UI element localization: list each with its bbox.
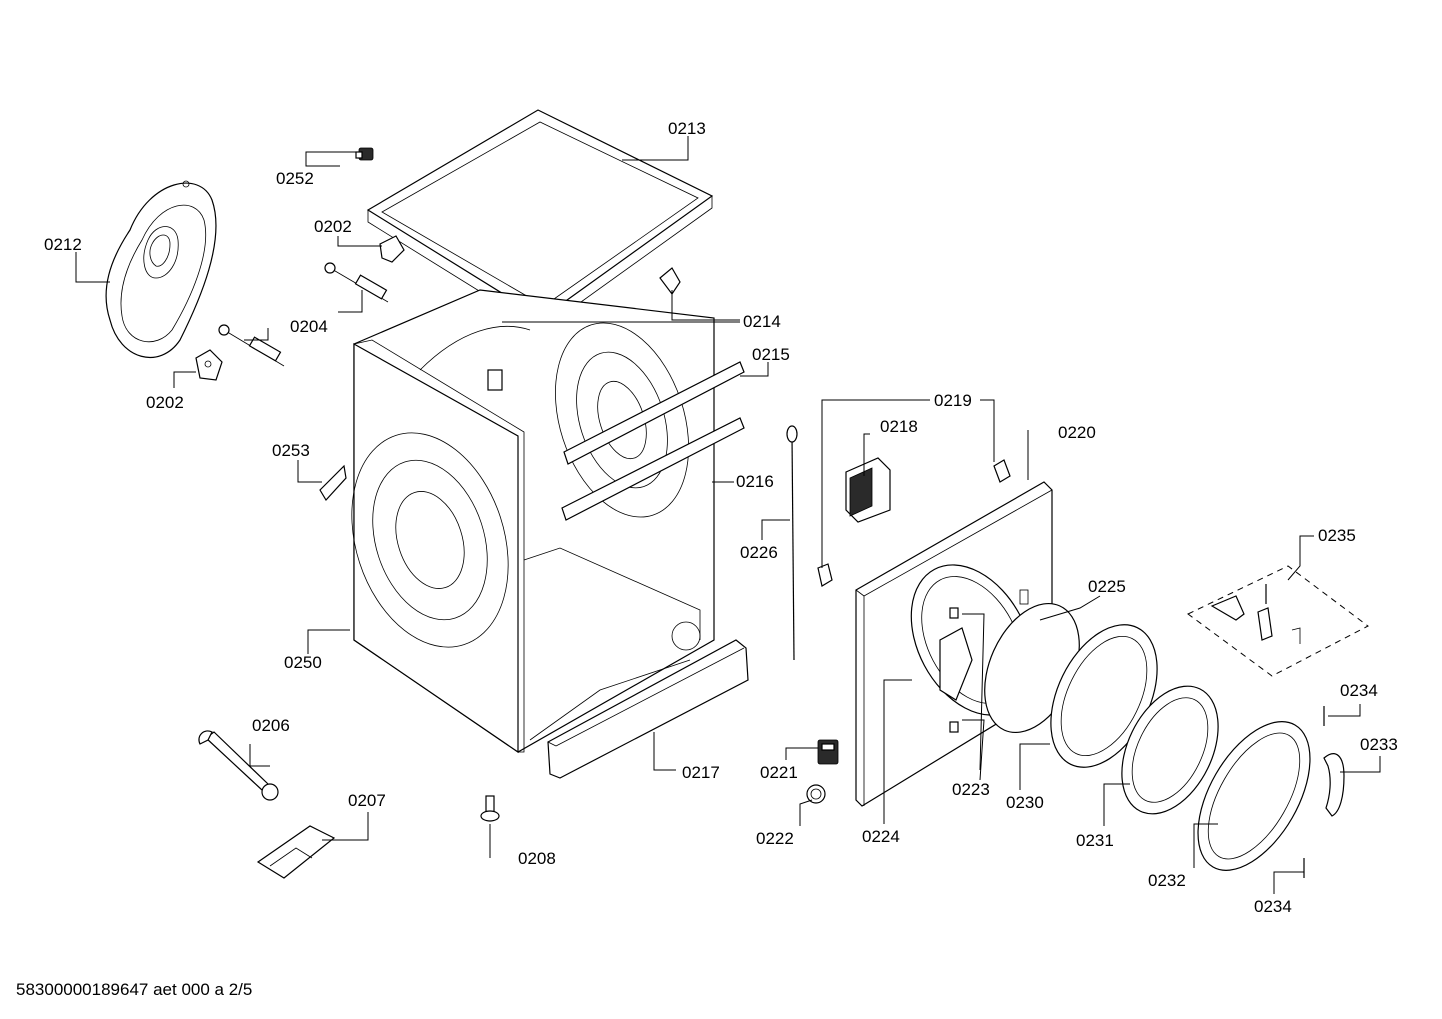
leader-lines xyxy=(75,136,1381,894)
part-0217-plinth xyxy=(547,639,749,779)
label-0217: 0217 xyxy=(682,763,720,782)
label-0220: 0220 xyxy=(1058,423,1096,442)
label-0213: 0213 xyxy=(668,119,706,138)
part-0202-hinge-top xyxy=(379,235,405,263)
part-0204-shock-absorber-a xyxy=(324,262,389,303)
label-0218: 0218 xyxy=(880,417,918,436)
part-0215-cross-bar xyxy=(563,361,745,465)
part-0219-clip-a xyxy=(817,563,833,587)
label-0206: 0206 xyxy=(252,716,290,735)
part-0231-door-glass xyxy=(1121,685,1219,815)
label-0223: 0223 xyxy=(952,780,990,799)
label-0208: 0208 xyxy=(518,849,556,868)
label-0232: 0232 xyxy=(1148,871,1186,890)
label-0219: 0219 xyxy=(934,391,972,410)
label-0207: 0207 xyxy=(348,791,386,810)
part-0253-bracket xyxy=(319,464,347,502)
part-0250-housing xyxy=(351,289,715,754)
label-0235: 0235 xyxy=(1318,526,1356,545)
part-0216-cross-bar xyxy=(561,417,745,521)
label-0221: 0221 xyxy=(760,763,798,782)
label-0253: 0253 xyxy=(272,441,310,460)
label-0202-top: 0202 xyxy=(314,217,352,236)
part-0235-kit xyxy=(1187,565,1369,677)
label-0204: 0204 xyxy=(290,317,328,336)
label-0250: 0250 xyxy=(284,653,322,672)
label-0233: 0233 xyxy=(1360,735,1398,754)
label-0216: 0216 xyxy=(736,472,774,491)
part-0233-handle xyxy=(1323,753,1345,817)
label-0230: 0230 xyxy=(1006,793,1044,812)
part-0202-hinge-left xyxy=(195,349,223,381)
label-0215: 0215 xyxy=(752,345,790,364)
label-0226: 0226 xyxy=(740,543,778,562)
label-0231: 0231 xyxy=(1076,831,1114,850)
label-0252: 0252 xyxy=(276,169,314,188)
part-0213-top-cover xyxy=(366,109,714,331)
part-0204-shock-absorber-b xyxy=(218,324,285,367)
label-0234-top: 0234 xyxy=(1340,681,1378,700)
part-0222-knob xyxy=(806,784,826,804)
label-0234-bottom: 0234 xyxy=(1254,897,1292,916)
part-0221-switch xyxy=(817,739,839,765)
part-labels: 0213 0252 0202 0212 0204 0214 0202 0215 … xyxy=(44,119,1398,916)
label-0202-left: 0202 xyxy=(146,393,184,412)
part-0202-hinge-right xyxy=(659,267,681,296)
label-0214: 0214 xyxy=(743,312,781,331)
part-0218-module xyxy=(845,457,891,523)
label-0212: 0212 xyxy=(44,235,82,254)
part-0207-plate xyxy=(256,825,336,879)
label-0225: 0225 xyxy=(1088,577,1126,596)
document-code: 58300000189647 aet 000 a 2/5 xyxy=(16,980,253,999)
part-0224-door-lock xyxy=(939,627,973,701)
part-0219-clip-b xyxy=(993,459,1011,483)
part-0212-rear-panel xyxy=(105,180,217,358)
part-0232-door-cover xyxy=(1197,721,1311,871)
part-0208-screw xyxy=(480,795,500,822)
part-0226-rod xyxy=(786,425,798,661)
part-0223-small-parts xyxy=(949,607,959,733)
part-0252-plug xyxy=(355,147,374,161)
label-0224: 0224 xyxy=(862,827,900,846)
label-0222: 0222 xyxy=(756,829,794,848)
part-0206-wrench xyxy=(198,730,279,801)
